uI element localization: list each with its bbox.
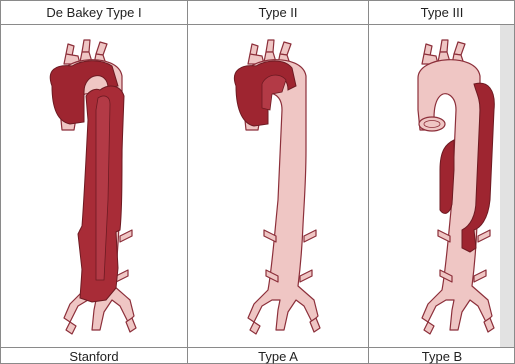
panel-shadow bbox=[500, 24, 515, 348]
footer-col1-label: Stanford bbox=[69, 349, 118, 364]
header-col3-label: Type III bbox=[421, 5, 464, 20]
footer-col3-label: Type B bbox=[422, 349, 462, 364]
panel-debakey-type-1 bbox=[50, 40, 136, 334]
panel-debakey-type-3 bbox=[418, 40, 494, 334]
false-lumen-3-left bbox=[440, 140, 454, 213]
footer-col2-label: Type A bbox=[258, 349, 298, 364]
ascending-cut-3 bbox=[419, 117, 445, 131]
panel-debakey-type-2 bbox=[234, 40, 320, 334]
header-col2-label: Type II bbox=[258, 5, 297, 20]
header-col1-label: De Bakey Type I bbox=[46, 5, 141, 20]
